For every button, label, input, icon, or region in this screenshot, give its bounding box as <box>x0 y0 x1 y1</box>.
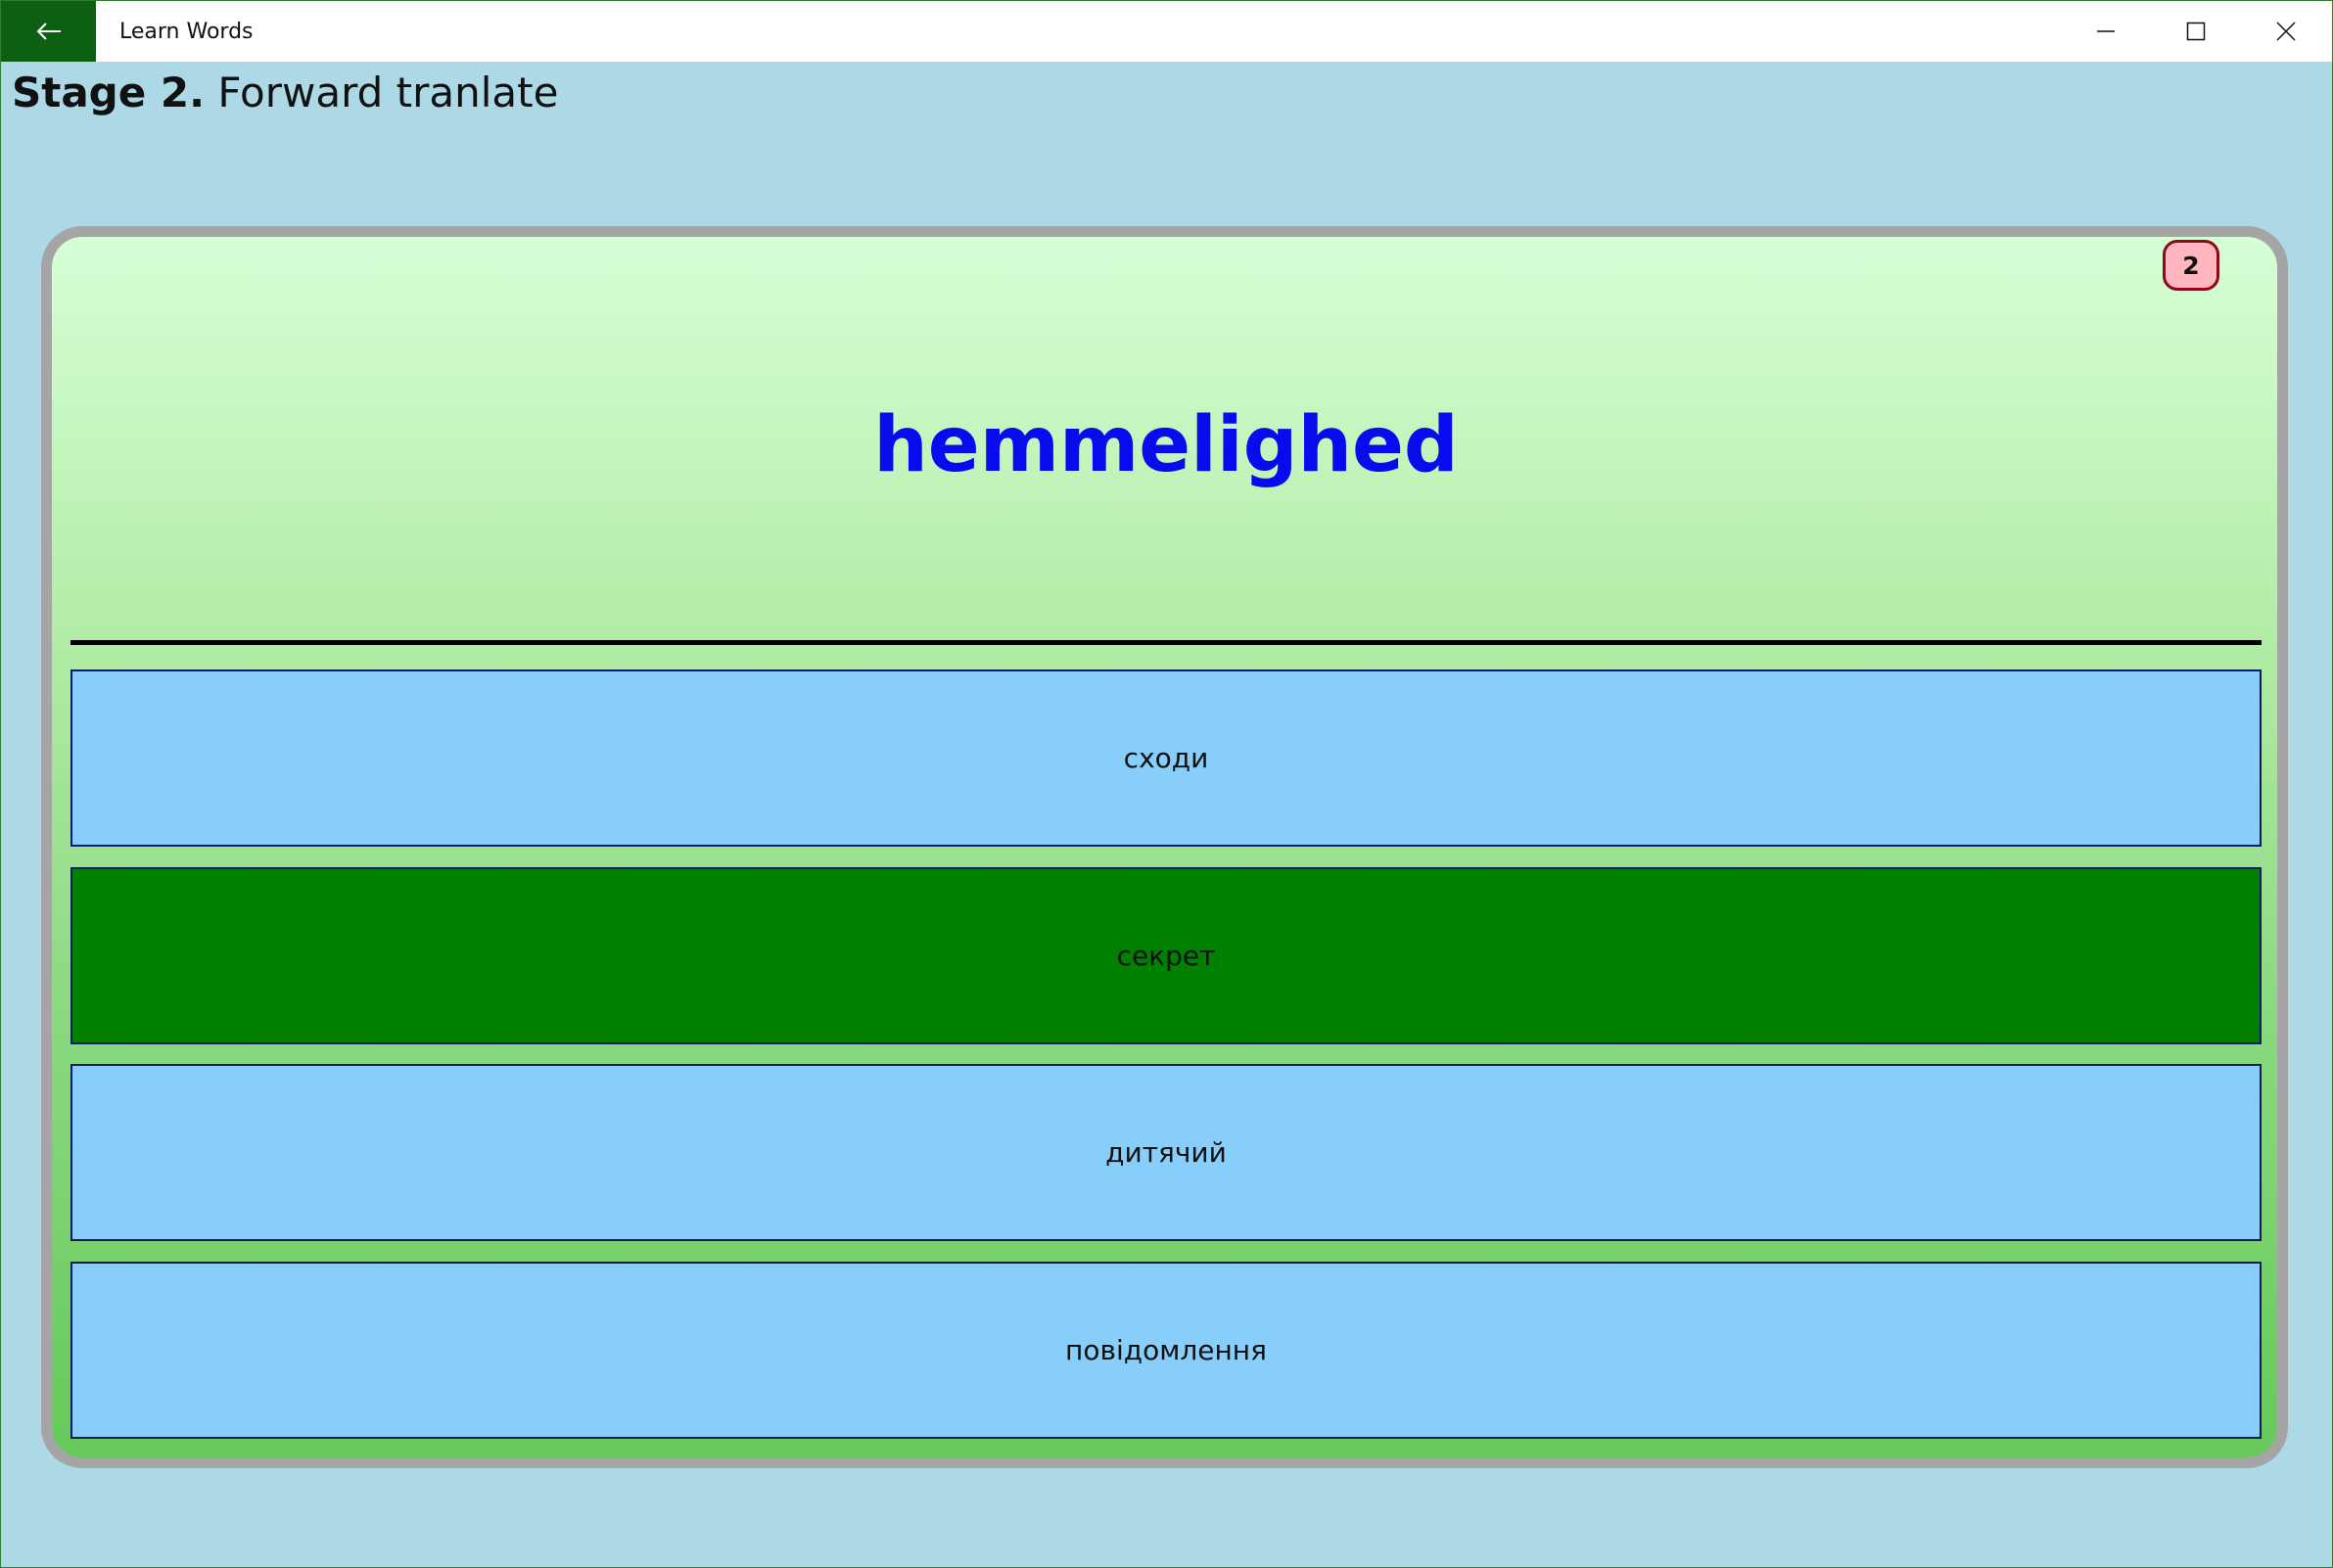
title-bar: Learn Words <box>1 1 2332 62</box>
stage-name: Forward tranlate <box>217 69 559 116</box>
answer-option-label: дитячий <box>1105 1136 1227 1169</box>
answer-option-label: сходи <box>1123 742 1209 774</box>
answer-option-selected[interactable]: секрет <box>70 867 2262 1044</box>
counter-badge: 2 <box>2163 240 2219 291</box>
question-word: hemmelighed <box>873 401 1459 489</box>
maximize-icon <box>2186 22 2206 41</box>
answer-option[interactable]: дитячий <box>70 1064 2262 1241</box>
stage-header: Stage 2. Forward tranlate <box>12 69 558 116</box>
minimize-icon <box>2097 30 2115 32</box>
answer-option[interactable]: сходи <box>70 669 2262 847</box>
back-button[interactable] <box>1 1 96 62</box>
app-title: Learn Words <box>119 20 254 44</box>
stage-number: Stage 2. <box>12 69 206 116</box>
answer-option-label: секрет <box>1116 940 1216 972</box>
arrow-left-icon <box>36 23 61 40</box>
answer-option-label: повідомлення <box>1065 1334 1267 1366</box>
close-icon <box>2276 22 2296 41</box>
minimize-button[interactable] <box>2061 1 2151 62</box>
answer-option[interactable]: повідомлення <box>70 1262 2262 1439</box>
close-button[interactable] <box>2241 1 2331 62</box>
flash-card <box>41 226 2288 1468</box>
divider <box>70 640 2262 645</box>
maximize-button[interactable] <box>2151 1 2241 62</box>
